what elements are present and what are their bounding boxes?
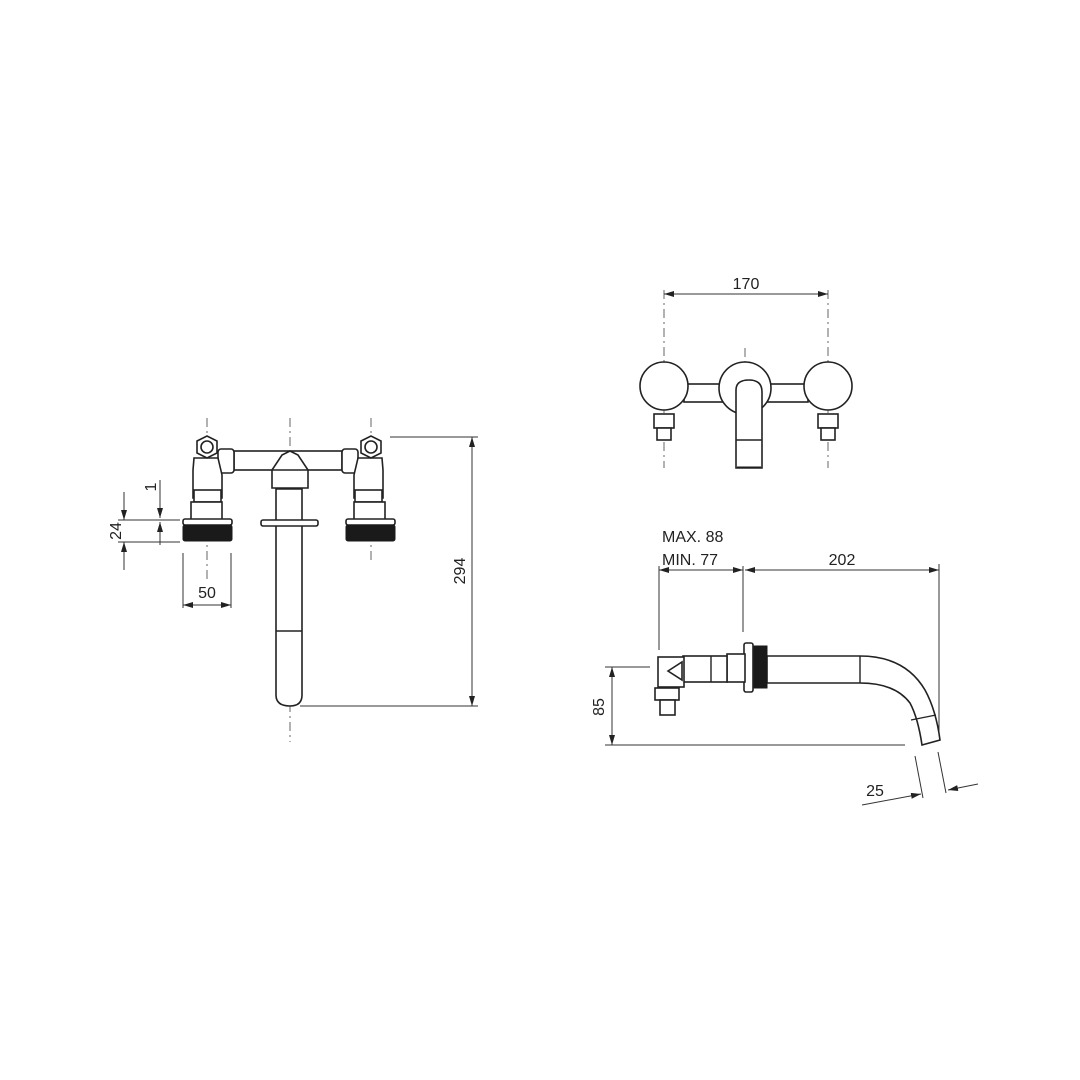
- left-handle-knurl: [182, 524, 233, 542]
- left-valve: [182, 435, 235, 542]
- dim-centre-distance: 170: [733, 276, 760, 293]
- right-handle-knurl: [345, 524, 396, 542]
- top-spout: [735, 379, 763, 469]
- spout: [260, 450, 319, 707]
- right-valve: [341, 435, 396, 542]
- dim-wall-depth-max: MAX. 88: [662, 529, 723, 546]
- dim-height-front: 294: [452, 558, 469, 585]
- dim-gap: 1: [143, 482, 160, 491]
- dim-side-height: 85: [591, 698, 608, 716]
- side-knurl: [751, 645, 768, 689]
- spout-flange: [260, 519, 319, 527]
- side-view: MAX. 88 MIN. 77 202 85 25: [591, 529, 979, 806]
- front-view: 294 50 24 1: [108, 418, 478, 742]
- top-left-handle: [639, 361, 689, 411]
- dim-handle-diameter: 50: [198, 585, 216, 602]
- dim-outlet-diameter: 25: [866, 783, 884, 800]
- dim-projection: 202: [829, 552, 856, 569]
- top-right-handle: [803, 361, 853, 411]
- side-spout: [766, 655, 941, 747]
- top-view: 170: [639, 276, 853, 469]
- dim-wall-depth-min: MIN. 77: [662, 552, 718, 569]
- dim-handle-height: 24: [108, 522, 125, 540]
